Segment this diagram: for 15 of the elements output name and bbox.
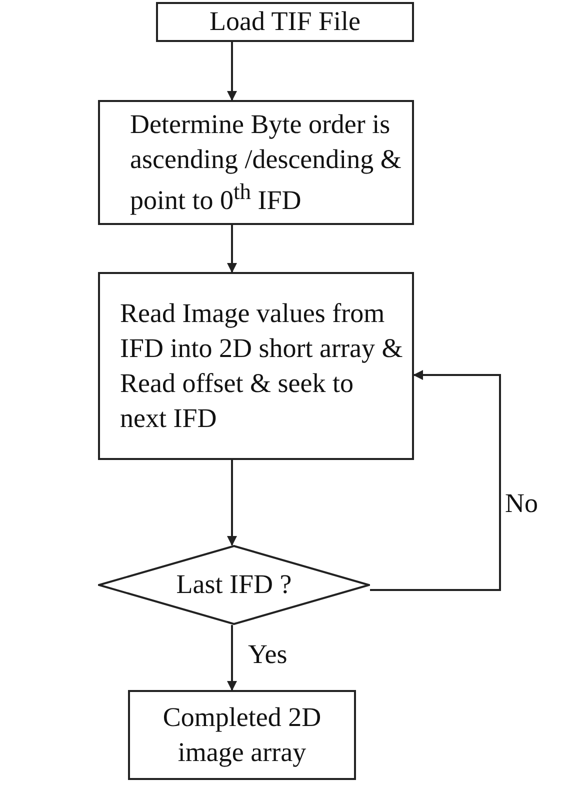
node-text: Load TIF File (210, 5, 360, 38)
arrow (227, 460, 237, 546)
node-text: Completed 2D image array (162, 700, 322, 769)
arrow (227, 42, 237, 101)
process-box (156, 2, 414, 42)
process-box (98, 100, 414, 225)
arrow (227, 625, 237, 691)
node-text: Last IFD ? (176, 568, 292, 602)
node-text: Read Image values from IFD into 2D short array & Read offset & seek to next IFD (120, 296, 404, 436)
node-text: Determine Byte order is ascending /descending & point to 0$^{th}$ IFD (130, 108, 402, 218)
process-box (98, 272, 414, 460)
process-box (128, 690, 356, 780)
arrow (227, 225, 237, 273)
decision-diamond (98, 545, 370, 625)
arrow (370, 370, 501, 591)
